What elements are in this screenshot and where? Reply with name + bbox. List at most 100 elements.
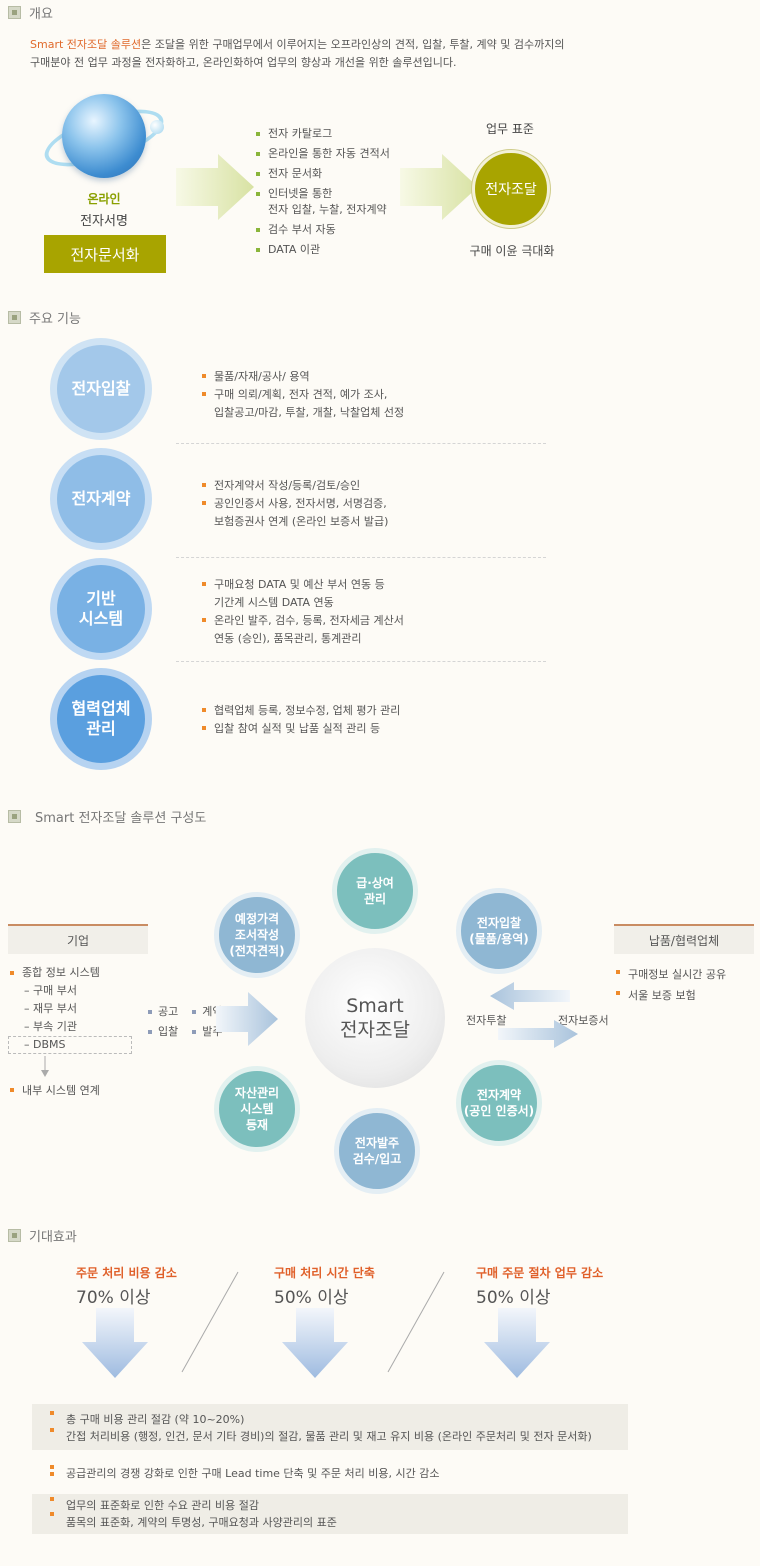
tag-item: 입찰	[148, 1022, 178, 1042]
benefit-label: 구매 이윤 극대화	[469, 244, 555, 258]
function-circle-bidding: 전자입찰	[50, 338, 152, 440]
functions-header: 주요 기능	[8, 309, 81, 327]
node-payroll: 급·상여 관리	[332, 848, 418, 934]
arrow-down-icon	[41, 1056, 49, 1077]
list-item: – 부속 기관	[24, 1020, 77, 1033]
node-estimate: 예정가격 조서작성 (전자견적)	[214, 892, 300, 978]
list-item: – 구매 부서	[24, 984, 77, 997]
enterprise-list: 종합 정보 시스템 – 구매 부서 – 재무 부서 – 부속 기관 – DBMS	[10, 964, 100, 1054]
globe-icon	[62, 94, 146, 178]
list-item: 구매정보 실시간 공유	[616, 964, 726, 985]
intro-text: 은 조달을 위한 구매업무에서 이루어지는 오프라인상의 견적, 입찰, 투찰,…	[141, 38, 565, 51]
section-bullet-icon	[8, 809, 21, 823]
effect-value: 50% 이상	[274, 1288, 349, 1308]
smart-procurement-hub: Smart 전자조달	[305, 948, 445, 1088]
desc-item: 협력업체 등록, 정보수정, 업체 평가 관리	[202, 702, 400, 720]
list-item: – DBMS	[24, 1038, 66, 1051]
signature-label: 전자서명	[80, 214, 128, 229]
list-item: – 재무 부서	[24, 1002, 77, 1015]
arrow-down-icon	[82, 1308, 148, 1378]
overview-intro: Smart 전자조달 솔루션은 조달을 위한 구매업무에서 이루어지는 오프라인…	[30, 36, 730, 72]
node-e-contract: 전자계약 (공인 인증서)	[456, 1060, 542, 1146]
supplier-list: 구매정보 실시간 공유 서울 보증 보험	[616, 964, 726, 1006]
bid-label: 전자투찰	[466, 1014, 507, 1027]
effect-label: 구매 처리 시간 단축	[274, 1266, 375, 1280]
list-item: 서울 보증 보험	[616, 985, 726, 1006]
supplier-box: 납품/협력업체	[614, 924, 754, 954]
effects-header: 기대효과	[8, 1227, 77, 1245]
effect-line: 공급관리의 경쟁 강화로 인한 구매 Lead time 단축 및 주문 처리 …	[66, 1467, 440, 1480]
section-bullet-icon	[8, 5, 21, 19]
desc-item: 입찰 참여 실적 및 납품 실적 관리 등	[202, 720, 400, 738]
effect-line: 간접 처리비용 (행정, 인건, 문서 기타 경비)의 절감, 물품 관리 및 …	[66, 1430, 592, 1443]
effect-label: 구매 주문 절차 업무 감소	[476, 1266, 604, 1280]
function-desc: 협력업체 등록, 정보수정, 업체 평가 관리 입찰 참여 실적 및 납품 실적…	[202, 702, 400, 738]
feature-item: 전자 문서화	[256, 166, 390, 182]
desc-item: 전자계약서 작성/등록/검토/승인	[202, 477, 388, 495]
dbms-box	[8, 1036, 132, 1054]
intro-highlight: Smart 전자조달 솔루션	[30, 38, 142, 51]
effect-line: 총 구매 비용 관리 절감 (약 10~20%)	[66, 1413, 245, 1426]
feature-item: 전자 카탈로그	[256, 126, 390, 142]
function-desc: 물품/자재/공사/ 용역 구매 의뢰/계획, 전자 견적, 예가 조사,입찰공고…	[202, 368, 404, 422]
architecture-header: Smart 전자조달 솔루션 구성도	[8, 808, 207, 826]
arrow-right-icon	[400, 154, 478, 220]
desc-item: 구매 의뢰/계획, 전자 견적, 예가 조사,입찰공고/마감, 투찰, 개찰, …	[202, 386, 404, 422]
effect-label: 주문 처리 비용 감소	[76, 1266, 177, 1280]
internal-link-label: 내부 시스템 연계	[10, 1082, 100, 1098]
divider	[176, 661, 546, 662]
doc-button: 전자문서화	[44, 235, 166, 273]
section-bullet-icon	[8, 310, 21, 324]
function-circle-contract: 전자계약	[50, 448, 152, 550]
effect-value: 70% 이상	[76, 1288, 151, 1308]
arrow-right-icon	[498, 1020, 578, 1048]
effect-line: 업무의 표준화로 인한 수요 관리 비용 절감	[66, 1499, 260, 1512]
overview-header: 개요	[8, 4, 53, 22]
desc-item: 물품/자재/공사/ 용역	[202, 368, 404, 386]
node-e-order: 전자발주 검수/입고	[334, 1108, 420, 1194]
orbit-dot-icon	[150, 120, 164, 134]
desc-item: 공인인증서 사용, 전자서명, 서명검증,보험증권사 연계 (온라인 보증서 발…	[202, 495, 388, 531]
intro-text-2: 구매분야 전 업무 과정을 전자화하고, 온라인화하여 업무의 향상과 개선을 …	[30, 56, 457, 69]
effect-value: 50% 이상	[476, 1288, 551, 1308]
arrow-right-icon	[216, 992, 278, 1046]
divider	[176, 443, 546, 444]
effect-box: 총 구매 비용 관리 절감 (약 10~20%) 간접 처리비용 (행정, 인건…	[32, 1404, 628, 1450]
arrow-down-icon	[282, 1308, 348, 1378]
section-bullet-icon	[8, 1228, 21, 1242]
function-desc: 전자계약서 작성/등록/검토/승인 공인인증서 사용, 전자서명, 서명검증,보…	[202, 477, 388, 531]
function-circle-base-system: 기반 시스템	[50, 558, 152, 660]
guarantee-label: 전자보증서	[558, 1014, 609, 1027]
feature-item: DATA 이관	[256, 242, 390, 258]
online-label: 온라인	[87, 192, 121, 206]
mid-tags: 공고 계약 입찰 발주	[148, 1002, 223, 1042]
separator-line	[181, 1271, 239, 1373]
arrow-right-icon	[176, 154, 254, 220]
function-circle-partner: 협력업체 관리	[50, 668, 152, 770]
section-title: 개요	[29, 6, 53, 22]
standard-label: 업무 표준	[486, 122, 534, 136]
tag-item: 공고	[148, 1002, 178, 1022]
effect-box: 공급관리의 경쟁 강화로 인한 구매 Lead time 단축 및 주문 처리 …	[32, 1462, 628, 1484]
enterprise-box: 기업	[8, 924, 148, 954]
list-item: 종합 정보 시스템	[10, 964, 100, 982]
procurement-circle: 전자조달	[472, 150, 550, 228]
separator-line	[387, 1271, 445, 1373]
node-asset: 자산관리 시스템 등재	[214, 1066, 300, 1152]
section-title: Smart 전자조달 솔루션 구성도	[35, 810, 207, 826]
section-title: 기대효과	[29, 1229, 77, 1245]
feature-item: 검수 부서 자동	[256, 222, 390, 238]
feature-item: 온라인을 통한 자동 견적서	[256, 146, 390, 162]
arrow-down-icon	[484, 1308, 550, 1378]
arrow-left-icon	[490, 982, 570, 1010]
effect-line: 품목의 표준화, 계약의 투명성, 구매요청과 사양관리의 표준	[66, 1516, 337, 1529]
node-e-bidding: 전자입찰 (물품/용역)	[456, 888, 542, 974]
effect-box: 업무의 표준화로 인한 수요 관리 비용 절감 품목의 표준화, 계약의 투명성…	[32, 1494, 628, 1534]
divider	[176, 557, 546, 558]
section-title: 주요 기능	[29, 311, 81, 327]
